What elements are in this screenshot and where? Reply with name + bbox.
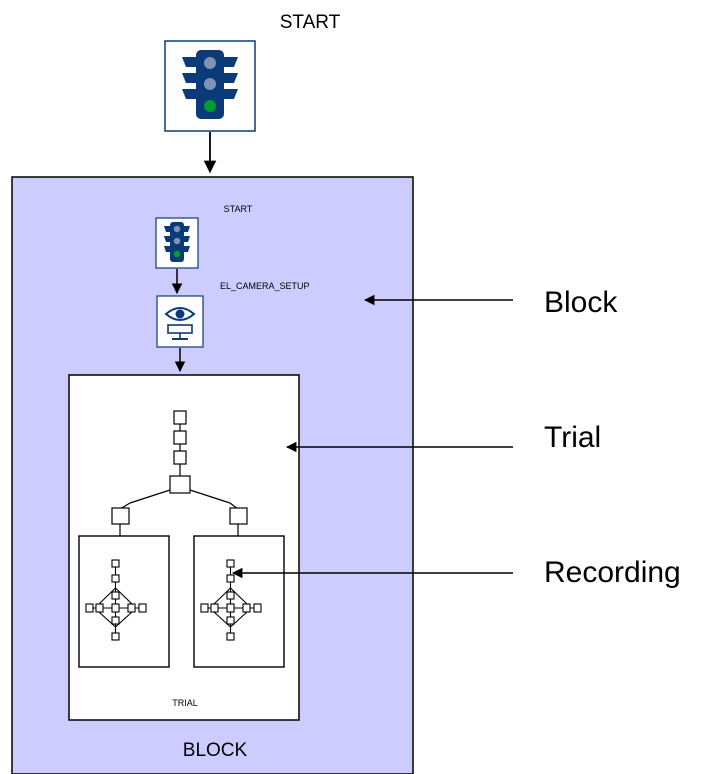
trial-node-chain [111,410,248,536]
annotation-trial-label: Trial [544,421,602,454]
annotation-recording-label: Recording [544,556,681,589]
recording-node-network [85,559,147,641]
traffic-light-icon[interactable] [164,40,256,132]
block-start-label: START [224,204,253,214]
block-title: BLOCK [183,740,248,761]
eye-monitor-icon[interactable] [156,295,204,348]
traffic-light-icon[interactable] [155,217,199,269]
recording-node-network [200,559,262,641]
recording-container-right[interactable] [193,535,285,668]
recording-container-left[interactable] [78,535,170,668]
camera-setup-label: EL_CAMERA_SETUP [220,281,310,291]
annotation-block-label: Block [544,286,618,319]
top-start-label: START [280,12,341,33]
trial-title: TRIAL [172,698,198,708]
